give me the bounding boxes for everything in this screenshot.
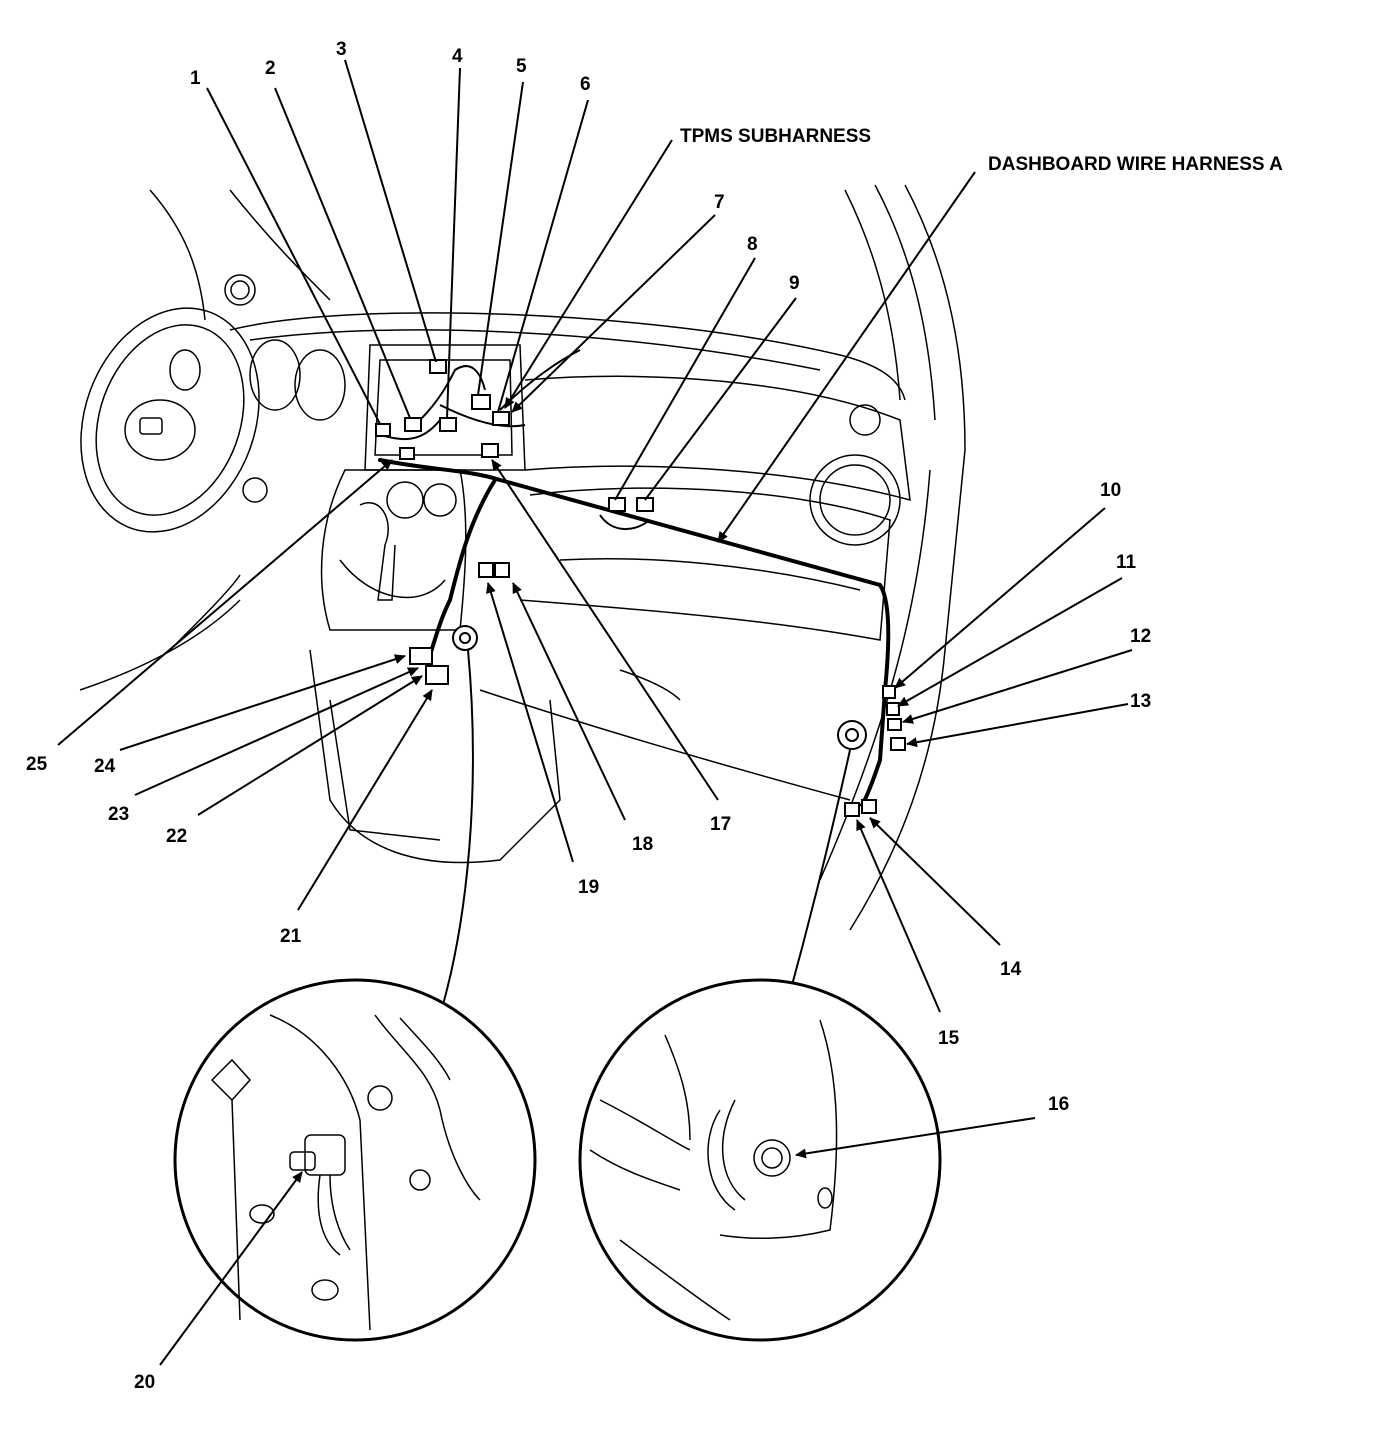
connector-22 xyxy=(425,665,449,685)
callout-15: 15 xyxy=(938,1028,960,1049)
connector-6 xyxy=(492,411,510,426)
callout-13: 13 xyxy=(1130,691,1151,712)
tpms-subharness-label: TPMS SUBHARNESS xyxy=(680,126,871,147)
connector-10 xyxy=(882,685,896,699)
callout-1: 1 xyxy=(190,68,201,89)
callout-9: 9 xyxy=(789,273,800,294)
callout-5: 5 xyxy=(516,56,527,77)
connector-13 xyxy=(890,737,906,751)
connector-2 xyxy=(404,417,422,432)
callout-22: 22 xyxy=(166,826,187,847)
grommet-right-inner xyxy=(845,728,859,742)
connector-18 xyxy=(494,562,510,578)
connector-9 xyxy=(636,497,654,512)
connector-14 xyxy=(861,799,877,814)
callout-4: 4 xyxy=(452,46,463,67)
callout-3: 3 xyxy=(336,39,347,60)
dashboard-outline xyxy=(79,184,966,931)
connector-12 xyxy=(887,718,902,731)
connector-5 xyxy=(471,394,491,410)
connector-8 xyxy=(608,497,626,512)
callout-21: 21 xyxy=(280,926,302,947)
callout-16: 16 xyxy=(1048,1094,1069,1115)
callout-10: 10 xyxy=(1100,480,1121,501)
connector-17 xyxy=(481,443,499,458)
callout-12: 12 xyxy=(1130,626,1151,647)
detail-view-right xyxy=(578,978,1036,1342)
callout-23: 23 xyxy=(108,804,129,825)
grommet-center-inner xyxy=(459,632,471,644)
callout-17: 17 xyxy=(710,814,731,835)
dashboard-harness-label: DASHBOARD WIRE HARNESS A xyxy=(988,154,1283,175)
callout-24: 24 xyxy=(94,756,116,777)
connector-19 xyxy=(478,562,494,578)
connectors xyxy=(375,359,906,817)
connector-24 xyxy=(409,647,433,665)
callout-2: 2 xyxy=(265,58,276,79)
connector-11 xyxy=(886,702,900,716)
callout-8: 8 xyxy=(747,234,758,255)
detail-view-left xyxy=(159,978,537,1366)
connector-25 xyxy=(399,447,415,460)
leader-lines xyxy=(57,59,1133,1026)
callout-25: 25 xyxy=(26,754,48,775)
callout-20: 20 xyxy=(134,1372,155,1393)
callout-numbers: 1 2 3 4 5 6 7 8 9 10 11 12 13 14 15 16 1… xyxy=(26,39,1151,1393)
callout-7: 7 xyxy=(714,192,725,213)
callout-14: 14 xyxy=(1000,959,1022,980)
connector-15 xyxy=(844,802,860,817)
callout-19: 19 xyxy=(578,877,599,898)
connector-3 xyxy=(429,359,447,374)
connector-1 xyxy=(375,423,391,437)
callout-11: 11 xyxy=(1116,552,1137,573)
connector-4 xyxy=(439,417,457,432)
callout-18: 18 xyxy=(632,834,653,855)
callout-6: 6 xyxy=(580,74,591,95)
